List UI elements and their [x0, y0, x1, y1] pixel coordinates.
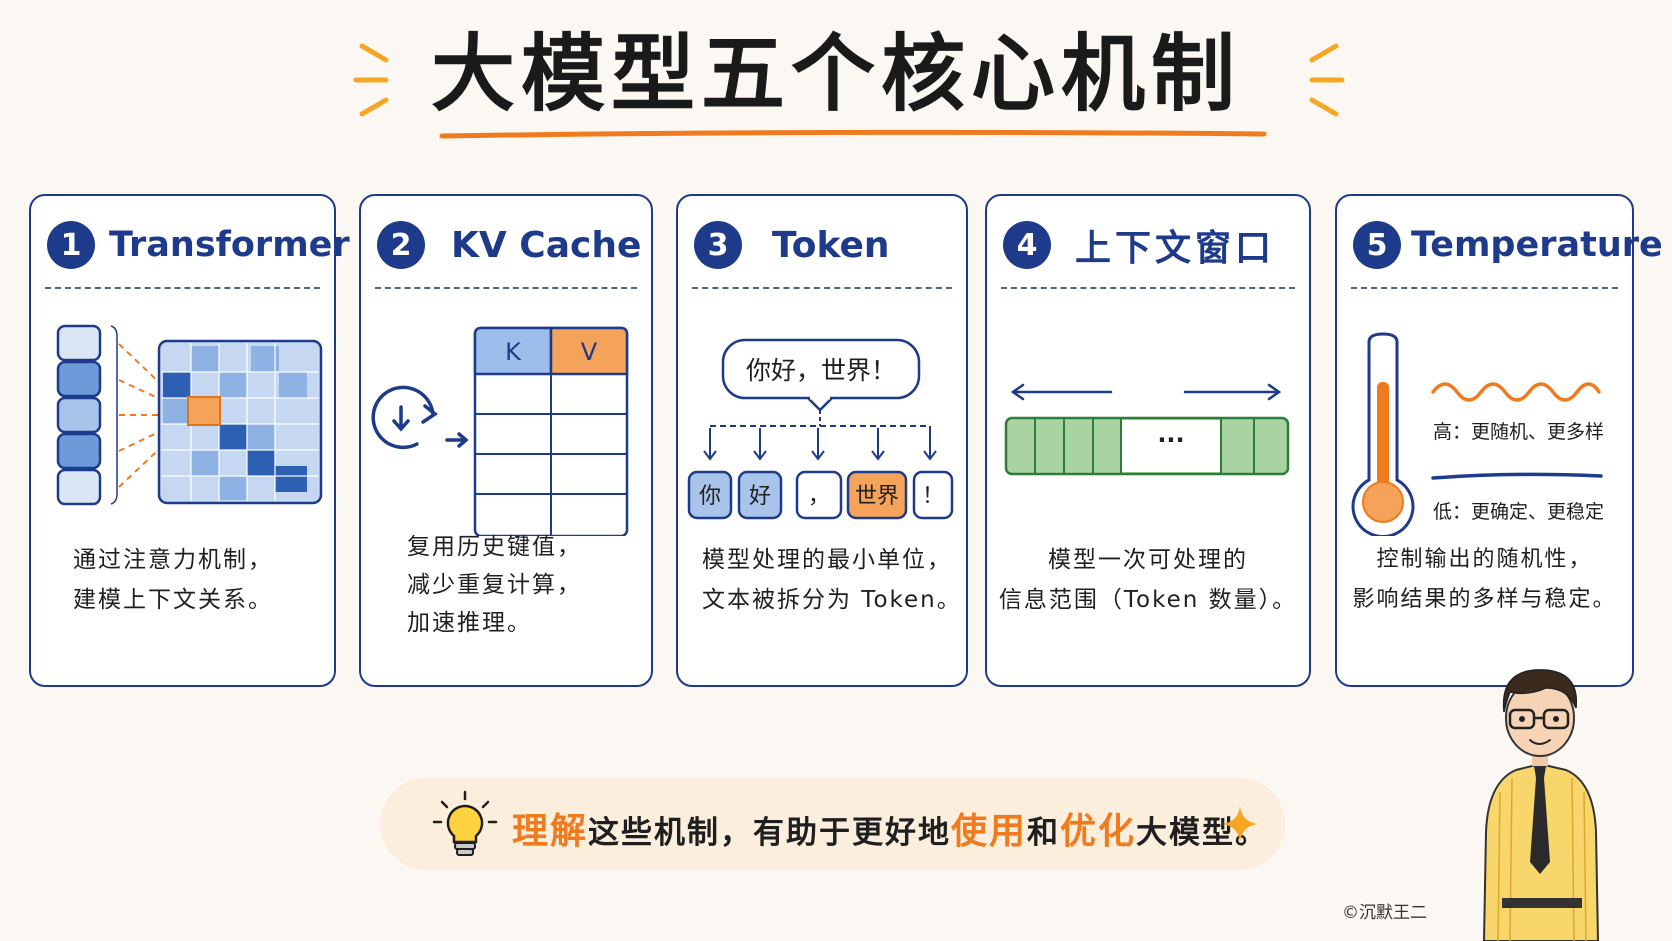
card-description: 控制输出的随机性， 影响结果的多样与稳定。 — [1337, 540, 1632, 620]
desc-line: 信息范围（Token 数量）。 — [998, 587, 1298, 613]
card-description: 模型处理的最小单位， 文本被拆分为 Token。 — [678, 540, 966, 620]
card-title: Temperature — [1411, 225, 1663, 265]
card-description: 模型一次可处理的 信息范围（Token 数量）。 — [987, 540, 1309, 620]
refresh-icon — [371, 385, 469, 450]
thermometer-illustration: 高：更随机、更多样 低：更确定、更稳定 — [1351, 332, 1604, 536]
key-header: K — [505, 338, 522, 366]
banner-segment: 这些机制，有助于更好地 — [588, 815, 952, 851]
card-transformer: 1 Transformer — [29, 194, 350, 687]
divider — [1351, 287, 1618, 289]
card-title: KV Cache — [451, 224, 642, 266]
speech-bubble: 你好，世界！ — [721, 338, 921, 412]
card-header: 1 Transformer — [47, 216, 350, 274]
low-temp-label: 低：更确定、更稳定 — [1433, 501, 1604, 523]
desc-line: 加速推理。 — [407, 610, 532, 636]
card-title: 上下文窗口 — [1075, 228, 1276, 269]
card-header: 5 Temperature — [1353, 216, 1663, 274]
banner-segment: 和 — [1027, 815, 1061, 851]
title-wrap: 大模型五个核心机制 — [0, 25, 1672, 123]
desc-line: 建模上下文关系。 — [73, 587, 273, 613]
divider — [692, 287, 952, 289]
tokenize-illustration: 你好，世界！ 你 好 ， 世界 ！ — [687, 338, 954, 520]
lightbulb-icon — [432, 790, 498, 856]
divider — [45, 287, 320, 289]
desc-line: 模型一次可处理的 — [1048, 547, 1248, 573]
title-underline — [439, 129, 1267, 139]
token-row — [687, 470, 954, 520]
card-kv-cache: 2 KV Cache K V 复用历史键值， 减少重复计算， 加速推理。 — [359, 194, 653, 687]
card-description: 通过注意力机制， 建模上下文关系。 — [31, 540, 334, 620]
high-temp-label: 高：更随机、更多样 — [1433, 421, 1604, 443]
attention-illustration — [56, 324, 323, 506]
highlight-use: 使用 — [951, 811, 1028, 852]
ellipsis-label: ··· — [1157, 426, 1184, 454]
divider — [1001, 287, 1295, 289]
context-window-illustration: ··· — [1004, 383, 1290, 476]
desc-line: 文本被拆分为 Token。 — [702, 587, 962, 613]
desc-line: 减少重复计算， — [407, 572, 582, 598]
card-title: Token — [772, 224, 890, 266]
card-title: Transformer — [109, 225, 350, 265]
card-header: 4 上下文窗口 — [1003, 216, 1293, 274]
divider — [375, 287, 637, 289]
step-number: 1 — [47, 221, 95, 269]
bubble-text: 你好，世界！ — [746, 356, 896, 385]
banner-text: 理解这些机制，有助于更好地使用和优化大模型。 — [512, 802, 1268, 854]
card-header: 3 Token — [694, 216, 950, 274]
card-token: 3 Token 你好，世界！ 你 好 ， — [676, 194, 968, 687]
step-number: 5 — [1353, 221, 1401, 269]
thermometer-icon — [1351, 332, 1415, 536]
desc-line: 通过注意力机制， — [73, 547, 273, 573]
value-header: V — [581, 338, 598, 366]
token-label: 世界 — [855, 484, 899, 509]
kv-cache-illustration: K V — [371, 326, 629, 536]
page-title: 大模型五个核心机制 — [430, 25, 1241, 123]
attention-matrix — [157, 339, 323, 505]
takeaway-banner: 理解这些机制，有助于更好地使用和优化大模型。 — [380, 778, 1285, 870]
desc-line: 模型处理的最小单位， — [702, 547, 952, 573]
sparkle-icon — [1222, 806, 1258, 842]
token-label: ， — [808, 484, 830, 509]
desc-line: 复用历史键值， — [407, 534, 582, 560]
token-label: ！ — [922, 484, 944, 509]
token-label: 你 — [699, 484, 721, 509]
presenter-avatar — [1482, 669, 1600, 941]
kv-table: K V — [473, 326, 629, 536]
highlight-understand: 理解 — [512, 811, 589, 852]
credit: ©沉默王二 — [1342, 903, 1427, 923]
desc-line: 控制输出的随机性， — [1376, 547, 1593, 572]
token-column — [56, 324, 102, 506]
step-number: 4 — [1003, 221, 1051, 269]
right-burst-icon — [1309, 43, 1345, 117]
window-bar: ··· — [1004, 416, 1290, 476]
card-header: 2 KV Cache — [377, 216, 641, 274]
token-label: 好 — [749, 484, 771, 509]
left-burst-icon — [353, 43, 389, 117]
card-description: 复用历史键值， 减少重复计算， 加速推理。 — [361, 528, 651, 642]
step-number: 2 — [377, 221, 425, 269]
card-context-window: 4 上下文窗口 ··· 模型一次可处理的 信息范围（Token 数量）。 — [985, 194, 1311, 687]
desc-line: 影响结果的多样与稳定。 — [1352, 587, 1617, 612]
step-number: 3 — [694, 221, 742, 269]
highlight-optimize: 优化 — [1060, 811, 1137, 852]
card-temperature: 5 Temperature 高：更随机、更多样 低：更确定、更稳定 控制输出的随… — [1335, 194, 1663, 687]
